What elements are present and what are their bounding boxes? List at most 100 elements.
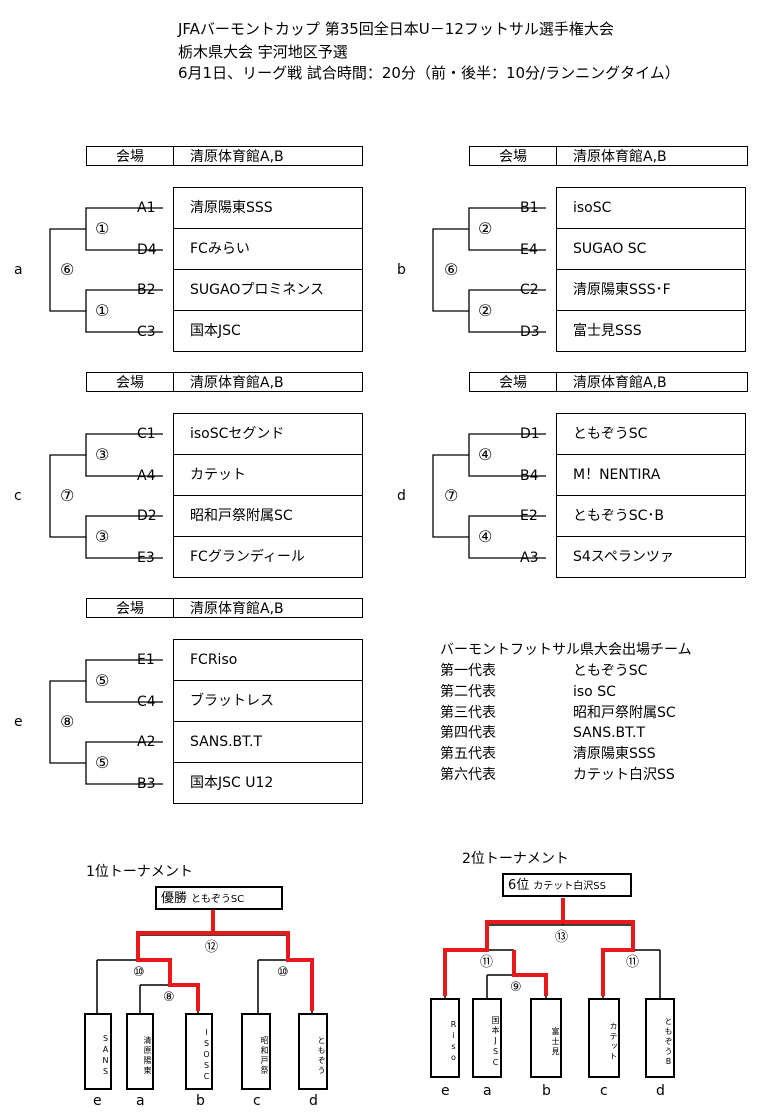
seed-label: C2 xyxy=(520,282,539,298)
winner-label: 優勝 xyxy=(161,891,188,906)
match-number-final: ⑬ xyxy=(555,930,569,945)
seed-label: D1 xyxy=(520,426,540,442)
group-label-e: e xyxy=(14,714,23,730)
venue-name: 清原体育館A,B xyxy=(573,149,667,165)
seed-label: E2 xyxy=(520,508,538,524)
venue-row-c: 会場 清原体育館A,B xyxy=(86,372,363,392)
team-box: S4スペランツァ xyxy=(556,536,746,578)
team-box-vertical: 清原陽東 xyxy=(126,1013,154,1090)
qualifiers-title: バーモントフットサル県大会出場チーム xyxy=(440,642,692,658)
bracket-group-label: e xyxy=(93,1093,102,1109)
title-line-3: 6月1日、リーグ戦 試合時間：20分（前・後半：10分/ランニングタイム） xyxy=(178,64,680,82)
qualifier-team: SANS.BT.T xyxy=(573,725,646,741)
team-box: 国本JSC xyxy=(173,310,363,352)
team-box-vertical: カテット xyxy=(588,998,620,1078)
match-number-semi: ④ xyxy=(478,445,493,464)
venue-name: 清原体育館A,B xyxy=(190,375,284,391)
venue-label: 会場 xyxy=(87,599,174,617)
seed-label: A3 xyxy=(520,550,539,566)
team-box-vertical: SANS xyxy=(84,1013,112,1090)
qualifier-row: 第四代表 SANS.BT.T xyxy=(440,723,645,743)
match-number-semi: ② xyxy=(478,219,493,238)
team-box: 富士見SSS xyxy=(556,310,746,352)
team-box: SANS.BT.T xyxy=(173,721,363,763)
team-box: 清原陽東SSS xyxy=(173,187,363,229)
qualifier-team: ともぞうSC xyxy=(573,663,648,679)
seed-label: D4 xyxy=(137,242,157,258)
team-box: ブラットレス xyxy=(173,680,363,722)
tournament1-winner-box: 優勝ともぞうSC xyxy=(155,886,283,910)
match-number-semi: ⑪ xyxy=(626,955,640,970)
match-number-semi: ⑤ xyxy=(95,671,110,690)
team-box-vertical: 富士見 xyxy=(530,998,562,1078)
bracket-group-label: c xyxy=(600,1083,608,1099)
match-number-semi: ④ xyxy=(478,527,493,546)
group-label-b: b xyxy=(397,262,406,278)
team-box-vertical: Riso xyxy=(430,998,460,1078)
match-number-semi: ② xyxy=(478,301,493,320)
team-box: M！NENTIRA xyxy=(556,454,746,496)
seed-label: A2 xyxy=(137,734,156,750)
tournament1-title: 1位トーナメント xyxy=(86,864,193,880)
seed-label: C3 xyxy=(137,324,156,340)
team-box-vertical: 昭和戸祭 xyxy=(241,1013,271,1090)
venue-row-a: 会場 清原体育館A,B xyxy=(86,146,363,166)
venue-label: 会場 xyxy=(87,373,174,391)
team-box: ともぞうSC･B xyxy=(556,495,746,537)
qualifier-team: 清原陽東SSS xyxy=(573,746,656,762)
winner-team: ともぞうSC xyxy=(191,894,245,905)
match-number-final: ⑦ xyxy=(444,486,459,505)
venue-label: 会場 xyxy=(87,147,174,165)
seed-label: E4 xyxy=(520,242,538,258)
qualifier-row: 第五代表 清原陽東SSS xyxy=(440,744,656,764)
seed-label: D3 xyxy=(520,324,540,340)
qualifier-team: カテット白沢SS xyxy=(573,767,675,783)
team-box: 昭和戸祭附属SC xyxy=(173,495,363,537)
seed-label: B3 xyxy=(137,776,156,792)
venue-name: 清原体育館A,B xyxy=(573,375,667,391)
team-box: isoSC xyxy=(556,187,746,229)
qualifier-place: 第四代表 xyxy=(440,725,496,741)
team-box: SUGAOプロミネンス xyxy=(173,269,363,311)
match-number-first: ⑧ xyxy=(163,990,175,1005)
qualifier-row: 第三代表昭和戸祭附属SC xyxy=(440,703,676,723)
bracket-group-label: c xyxy=(253,1093,261,1109)
group-label-d: d xyxy=(397,488,406,504)
group-label-a: a xyxy=(14,262,23,278)
match-number-final: ⑥ xyxy=(60,260,75,279)
team-box: isoSCセグンド xyxy=(173,413,363,455)
tournament2-title: 2位トーナメント xyxy=(462,851,569,867)
tournament2-winner-box: 6位カテット白沢SS xyxy=(502,873,632,897)
match-number-semi: ⑤ xyxy=(95,753,110,772)
match-number-final: ⑫ xyxy=(205,940,219,955)
team-box-vertical: ISOSC xyxy=(185,1013,213,1090)
qualifier-team: iso SC xyxy=(573,684,616,700)
bracket-group-label: b xyxy=(196,1093,205,1109)
qualifier-row: 第六代表 カテット白沢SS xyxy=(440,765,675,785)
winner-label: 6位 xyxy=(508,878,530,893)
bracket-group-label: b xyxy=(542,1083,551,1099)
seed-label: E1 xyxy=(137,652,155,668)
qualifier-place: 第三代表 xyxy=(440,705,496,721)
seed-label: D2 xyxy=(137,508,157,524)
bracket-group-label: a xyxy=(136,1093,145,1109)
match-number-semi: ① xyxy=(95,219,110,238)
qualifier-place: 第六代表 xyxy=(440,767,496,783)
team-box: FCRiso xyxy=(173,639,363,681)
venue-label: 会場 xyxy=(470,147,557,165)
team-box: 国本JSC U12 xyxy=(173,762,363,804)
bracket-group-label: a xyxy=(483,1083,492,1099)
team-box: 清原陽東SSS･F xyxy=(556,269,746,311)
venue-name: 清原体育館A,B xyxy=(190,601,284,617)
match-number-semi: ⑩ xyxy=(133,965,145,980)
match-number-semi: ③ xyxy=(95,445,110,464)
bracket-group-label: e xyxy=(441,1083,450,1099)
match-number-first: ⑨ xyxy=(510,980,522,995)
winner-team: カテット白沢SS xyxy=(533,881,606,892)
qualifier-place: 第五代表 xyxy=(440,746,496,762)
qualifier-place: 第一代表 xyxy=(440,663,496,679)
seed-label: C1 xyxy=(137,426,156,442)
seed-label: C4 xyxy=(137,694,156,710)
